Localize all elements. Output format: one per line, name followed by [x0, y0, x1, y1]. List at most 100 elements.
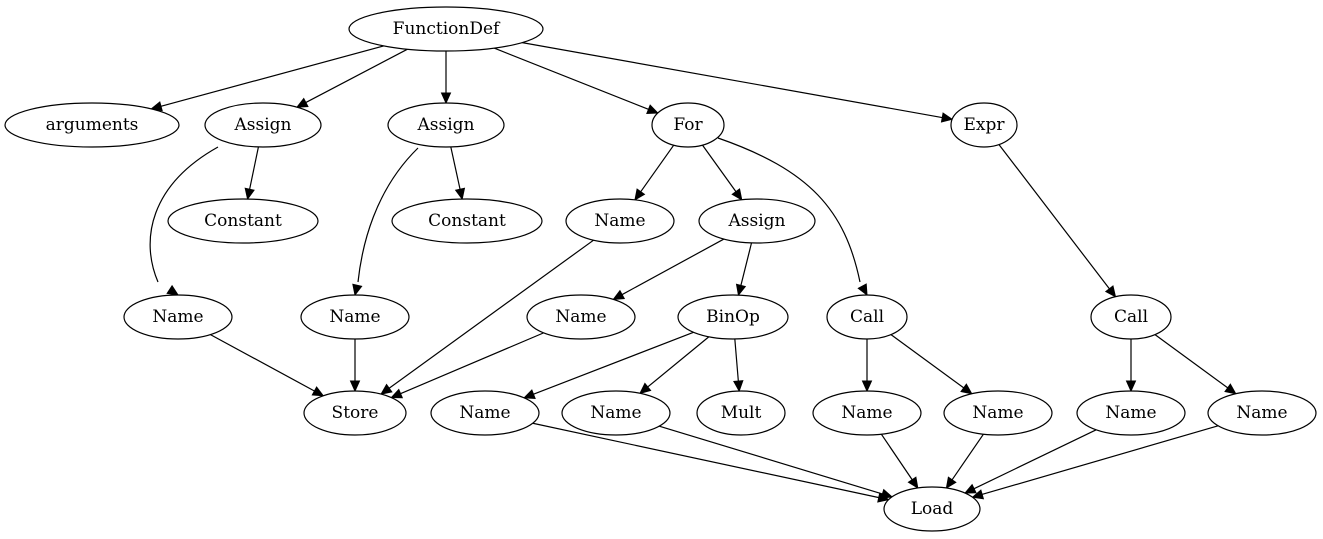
edge-line: [531, 331, 694, 396]
node-label: arguments: [46, 115, 139, 135]
edge-line: [950, 433, 984, 482]
node-store: Store: [303, 390, 407, 436]
node-name: Name: [1207, 390, 1317, 436]
edge-n0-n1: [150, 45, 384, 112]
node-ellipse: [561, 390, 671, 436]
node-label: Assign: [417, 115, 475, 135]
node-ellipse: [303, 390, 407, 436]
arrowhead: [735, 283, 747, 297]
edge-n12-n16: [390, 332, 544, 399]
edge-n2-n6: [244, 146, 260, 201]
node-ellipse: [651, 102, 725, 148]
edge-n0-n3: [440, 51, 452, 105]
node-ellipse: [1076, 390, 1186, 436]
edge-n0-n4: [493, 47, 659, 115]
node-label: Load: [911, 499, 954, 519]
arrowhead: [523, 389, 536, 399]
node-label: Name: [590, 403, 641, 423]
edge-line: [739, 242, 753, 288]
node-label: Call: [1114, 307, 1148, 327]
arrowhead: [612, 289, 626, 300]
arrowhead: [311, 386, 325, 397]
edge-n2-n10: [149, 146, 219, 296]
edge-n4-n14: [717, 137, 868, 297]
arrowhead: [380, 383, 393, 395]
edge-line: [880, 433, 914, 482]
edge-n17-n24: [532, 422, 890, 503]
edge-n0-n5: [522, 42, 954, 123]
arrowhead: [166, 284, 180, 296]
arrowhead: [244, 187, 255, 201]
node-label: Mult: [721, 403, 762, 423]
node-load: Load: [883, 486, 981, 532]
node-name: Name: [561, 390, 671, 436]
edge-curve: [717, 137, 861, 283]
node-label: Name: [594, 211, 645, 231]
edge-line: [303, 48, 408, 104]
graph-edges: [149, 42, 1237, 503]
node-call: Call: [1090, 294, 1172, 340]
edge-line: [532, 422, 881, 499]
node-assign: Assign: [698, 198, 816, 244]
edge-line: [1154, 334, 1230, 390]
edge-line: [248, 146, 260, 192]
node-constant: Constant: [391, 198, 543, 244]
arrowhead: [440, 92, 452, 105]
edge-line: [734, 338, 740, 384]
node-ellipse: [826, 294, 908, 340]
edge-line: [450, 146, 462, 192]
node-ellipse: [430, 390, 540, 436]
edge-n14-n20: [861, 339, 873, 393]
edge-line: [701, 144, 738, 194]
arrowhead: [646, 104, 659, 115]
edge-n8-n16: [380, 239, 594, 395]
edge-line: [890, 334, 966, 390]
edge-n13-n19: [733, 338, 744, 393]
node-ellipse: [812, 390, 922, 436]
arrowhead: [861, 380, 873, 393]
edge-line: [522, 42, 945, 119]
edge-line: [620, 238, 725, 297]
node-ellipse: [167, 198, 319, 244]
edge-n14-n21: [890, 334, 973, 395]
edge-curve: [357, 147, 419, 283]
edge-n20-n24: [880, 433, 919, 489]
node-label: Name: [152, 307, 203, 327]
edge-n15-n23: [1154, 334, 1237, 395]
arrowhead: [639, 382, 652, 395]
node-ellipse: [300, 294, 410, 340]
edge-line: [158, 45, 384, 108]
node-ellipse: [348, 6, 544, 52]
node-label: Expr: [963, 115, 1005, 135]
arrowhead: [971, 489, 985, 500]
edge-n9-n13: [735, 242, 753, 297]
arrowhead: [857, 283, 868, 297]
node-label: Name: [459, 403, 510, 423]
edge-line: [659, 425, 885, 496]
edge-n10-n16: [210, 334, 325, 397]
edge-n23-n24: [971, 425, 1219, 500]
node-ellipse: [943, 390, 1053, 436]
edge-n13-n17: [523, 331, 694, 399]
node-label: Constant: [204, 211, 282, 231]
edge-line: [645, 336, 710, 389]
edge-n5-n15: [998, 144, 1117, 298]
arrowhead: [963, 483, 977, 494]
arrowhead: [295, 97, 309, 108]
arrowhead: [731, 188, 743, 201]
node-name: Name: [526, 294, 636, 340]
node-binop: BinOp: [677, 294, 789, 340]
node-constant: Constant: [167, 198, 319, 244]
node-label: Name: [972, 403, 1023, 423]
node-name: Name: [943, 390, 1053, 436]
arrowhead: [1104, 285, 1117, 298]
node-name: Name: [565, 198, 675, 244]
arrowhead: [907, 476, 919, 489]
node-label: For: [673, 115, 703, 135]
node-ellipse: [565, 198, 675, 244]
edge-line: [980, 425, 1219, 496]
edge-n4-n8: [634, 144, 675, 201]
edge-n3-n11: [352, 147, 419, 297]
arrowhead: [1125, 380, 1137, 393]
